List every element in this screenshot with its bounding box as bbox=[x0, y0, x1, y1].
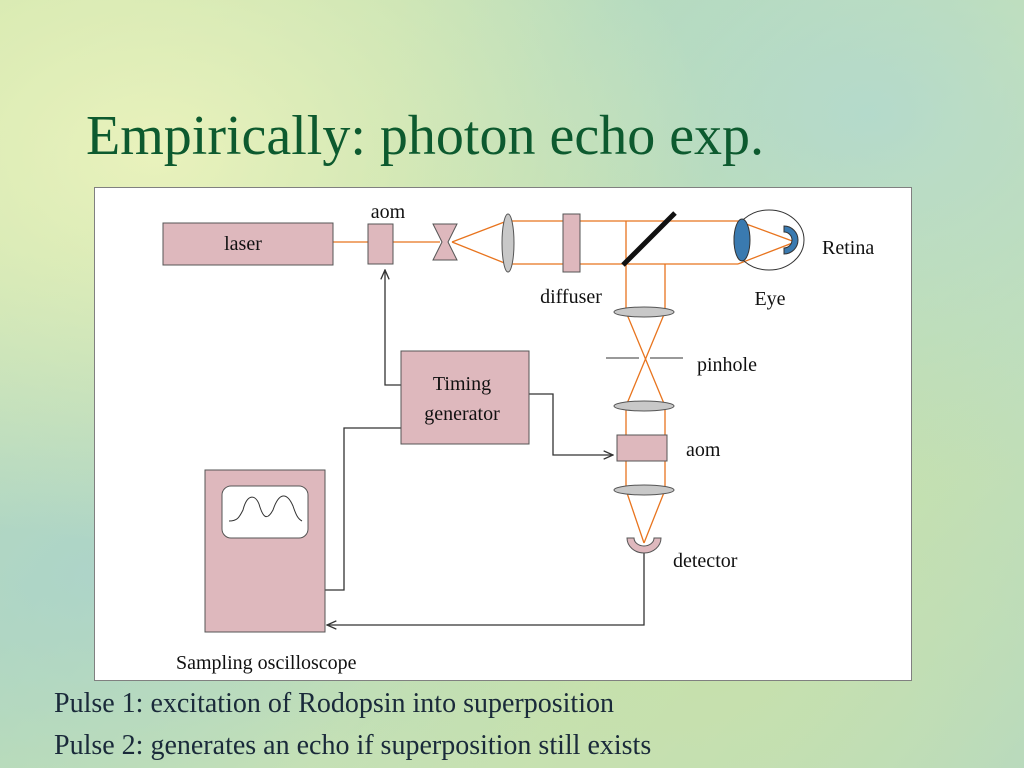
slide-title: Empirically: photon echo exp. bbox=[86, 105, 765, 167]
bullet-pulse-1: Pulse 1: excitation of Rodopsin into sup… bbox=[54, 688, 614, 719]
wire-timing-to-top-aom bbox=[385, 270, 401, 386]
diffuser-box bbox=[562, 213, 581, 273]
eye-label: Eye bbox=[754, 288, 785, 310]
wire-detector-to-oscilloscope bbox=[327, 550, 645, 625]
timing-generator-label-line1: Timing bbox=[433, 373, 491, 395]
oscilloscope-waveform bbox=[228, 495, 303, 522]
pinhole-label: pinhole bbox=[697, 354, 757, 376]
eye-icon bbox=[733, 209, 805, 271]
wire-timing-to-bottom-aom bbox=[529, 393, 613, 455]
focusing-lens-1 bbox=[613, 306, 675, 318]
photon-echo-setup-diagram: laser aom diffuser Retina Eye pinhole bbox=[94, 187, 912, 681]
laser-label: laser bbox=[224, 233, 262, 255]
aom-bottom-label: aom bbox=[686, 439, 721, 461]
timing-generator-label-line2: generator bbox=[424, 403, 500, 425]
diverging-lens bbox=[432, 223, 458, 261]
beamsplitter-mirror bbox=[621, 211, 677, 267]
laser-box bbox=[162, 222, 334, 266]
focusing-lens-2 bbox=[613, 400, 675, 412]
detector-icon bbox=[626, 537, 662, 554]
aom-top-label: aom bbox=[371, 201, 406, 223]
detector-label: detector bbox=[673, 550, 738, 572]
aom-top-box bbox=[367, 223, 394, 265]
oscilloscope-label: Sampling oscilloscope bbox=[176, 652, 357, 674]
bullet-pulse-2: Pulse 2: generates an echo if superposit… bbox=[54, 730, 652, 761]
wire-timing-to-oscilloscope bbox=[309, 427, 401, 590]
signal-wires bbox=[309, 270, 645, 625]
oscilloscope-screen bbox=[221, 485, 309, 539]
retina-label: Retina bbox=[822, 237, 874, 259]
aom-bottom-box bbox=[616, 434, 668, 462]
collimating-lens bbox=[501, 213, 515, 273]
diffuser-label: diffuser bbox=[540, 286, 602, 308]
timing-generator-box bbox=[400, 350, 530, 445]
focusing-lens-3 bbox=[613, 484, 675, 496]
